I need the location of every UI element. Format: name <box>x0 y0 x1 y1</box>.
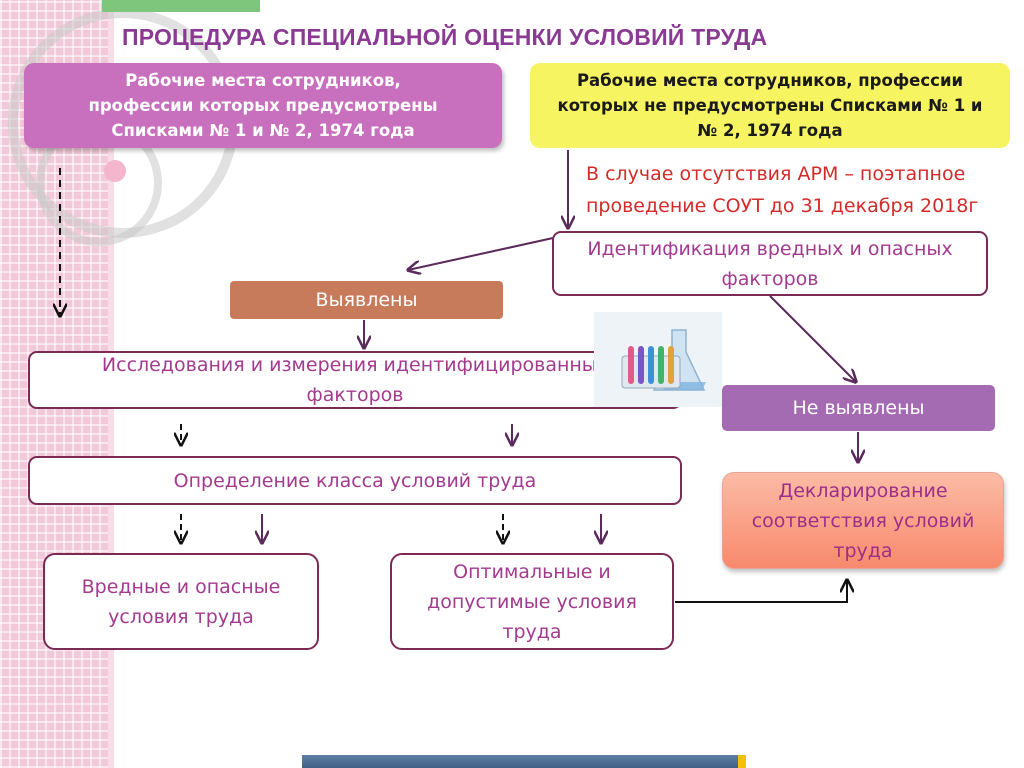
bottom-accent-marker <box>738 755 746 768</box>
declaration-box: Декларирование соответствия условий труд… <box>722 472 1004 569</box>
arrow-identification-to-found <box>408 237 554 270</box>
page-title: ПРОЦЕДУРА СПЕЦИАЛЬНОЙ ОЦЕНКИ УСЛОВИЙ ТРУ… <box>122 24 768 50</box>
class-definition-box: Определение класса условий труда <box>28 456 682 505</box>
research-line-1: Исследования и измерения идентифицирован… <box>101 354 609 376</box>
listed-line-1: Рабочие места сотрудников, <box>125 71 401 90</box>
listed-workplaces-box: Рабочие места сотрудников, профессии кот… <box>24 63 502 148</box>
note-line-1: В случае отсутствия АРМ – поэтапное <box>586 163 966 185</box>
identification-line-1: Идентификация вредных и опасных <box>587 237 953 260</box>
listed-line-3: Списками № 1 и № 2, 1974 года <box>111 121 415 140</box>
unlisted-line-1: Рабочие места сотрудников, профессии <box>576 71 964 90</box>
optimal-conditions-box: Оптимальные и допустимые условия труда <box>390 553 674 650</box>
research-box: Исследования и измерения идентифицирован… <box>28 351 682 409</box>
not-found-box: Не выявлены <box>722 385 995 431</box>
arm-note: В случае отсутствия АРМ – поэтапное пров… <box>586 158 1016 222</box>
decorative-dot <box>104 160 126 182</box>
optimal-line-1: Оптимальные и <box>453 560 611 583</box>
harmful-line-2: условия труда <box>108 605 254 628</box>
declaration-line-1: Декларирование <box>778 479 948 502</box>
unlisted-line-3: № 2, 1974 года <box>697 121 843 140</box>
bottom-accent-bar <box>302 755 740 768</box>
found-box: Выявлены <box>230 281 503 319</box>
lab-flasks-image <box>594 312 722 407</box>
declaration-line-2: соответствия условий <box>751 509 975 532</box>
declaration-line-3: труда <box>833 539 893 562</box>
arrow-optimal-to-declaration <box>675 580 847 603</box>
unlisted-line-2: которых не предусмотрены Списками № 1 и <box>557 96 983 115</box>
harmful-line-1: Вредные и опасные <box>81 575 281 598</box>
identification-box: Идентификация вредных и опасных факторов <box>552 231 988 296</box>
harmful-conditions-box: Вредные и опасные условия труда <box>43 553 319 650</box>
listed-line-2: профессии которых предусмотрены <box>88 96 438 115</box>
optimal-line-3: труда <box>502 620 562 643</box>
research-line-2: факторов <box>306 384 404 406</box>
top-accent-bar <box>102 0 260 12</box>
note-line-2: проведение СОУТ до 31 декабря 2018г <box>586 195 979 217</box>
optimal-line-2: допустимые условия <box>427 590 637 613</box>
unlisted-workplaces-box: Рабочие места сотрудников, профессии кот… <box>530 63 1010 148</box>
identification-line-2: факторов <box>721 267 819 290</box>
arrow-identification-to-not-found <box>769 295 856 382</box>
